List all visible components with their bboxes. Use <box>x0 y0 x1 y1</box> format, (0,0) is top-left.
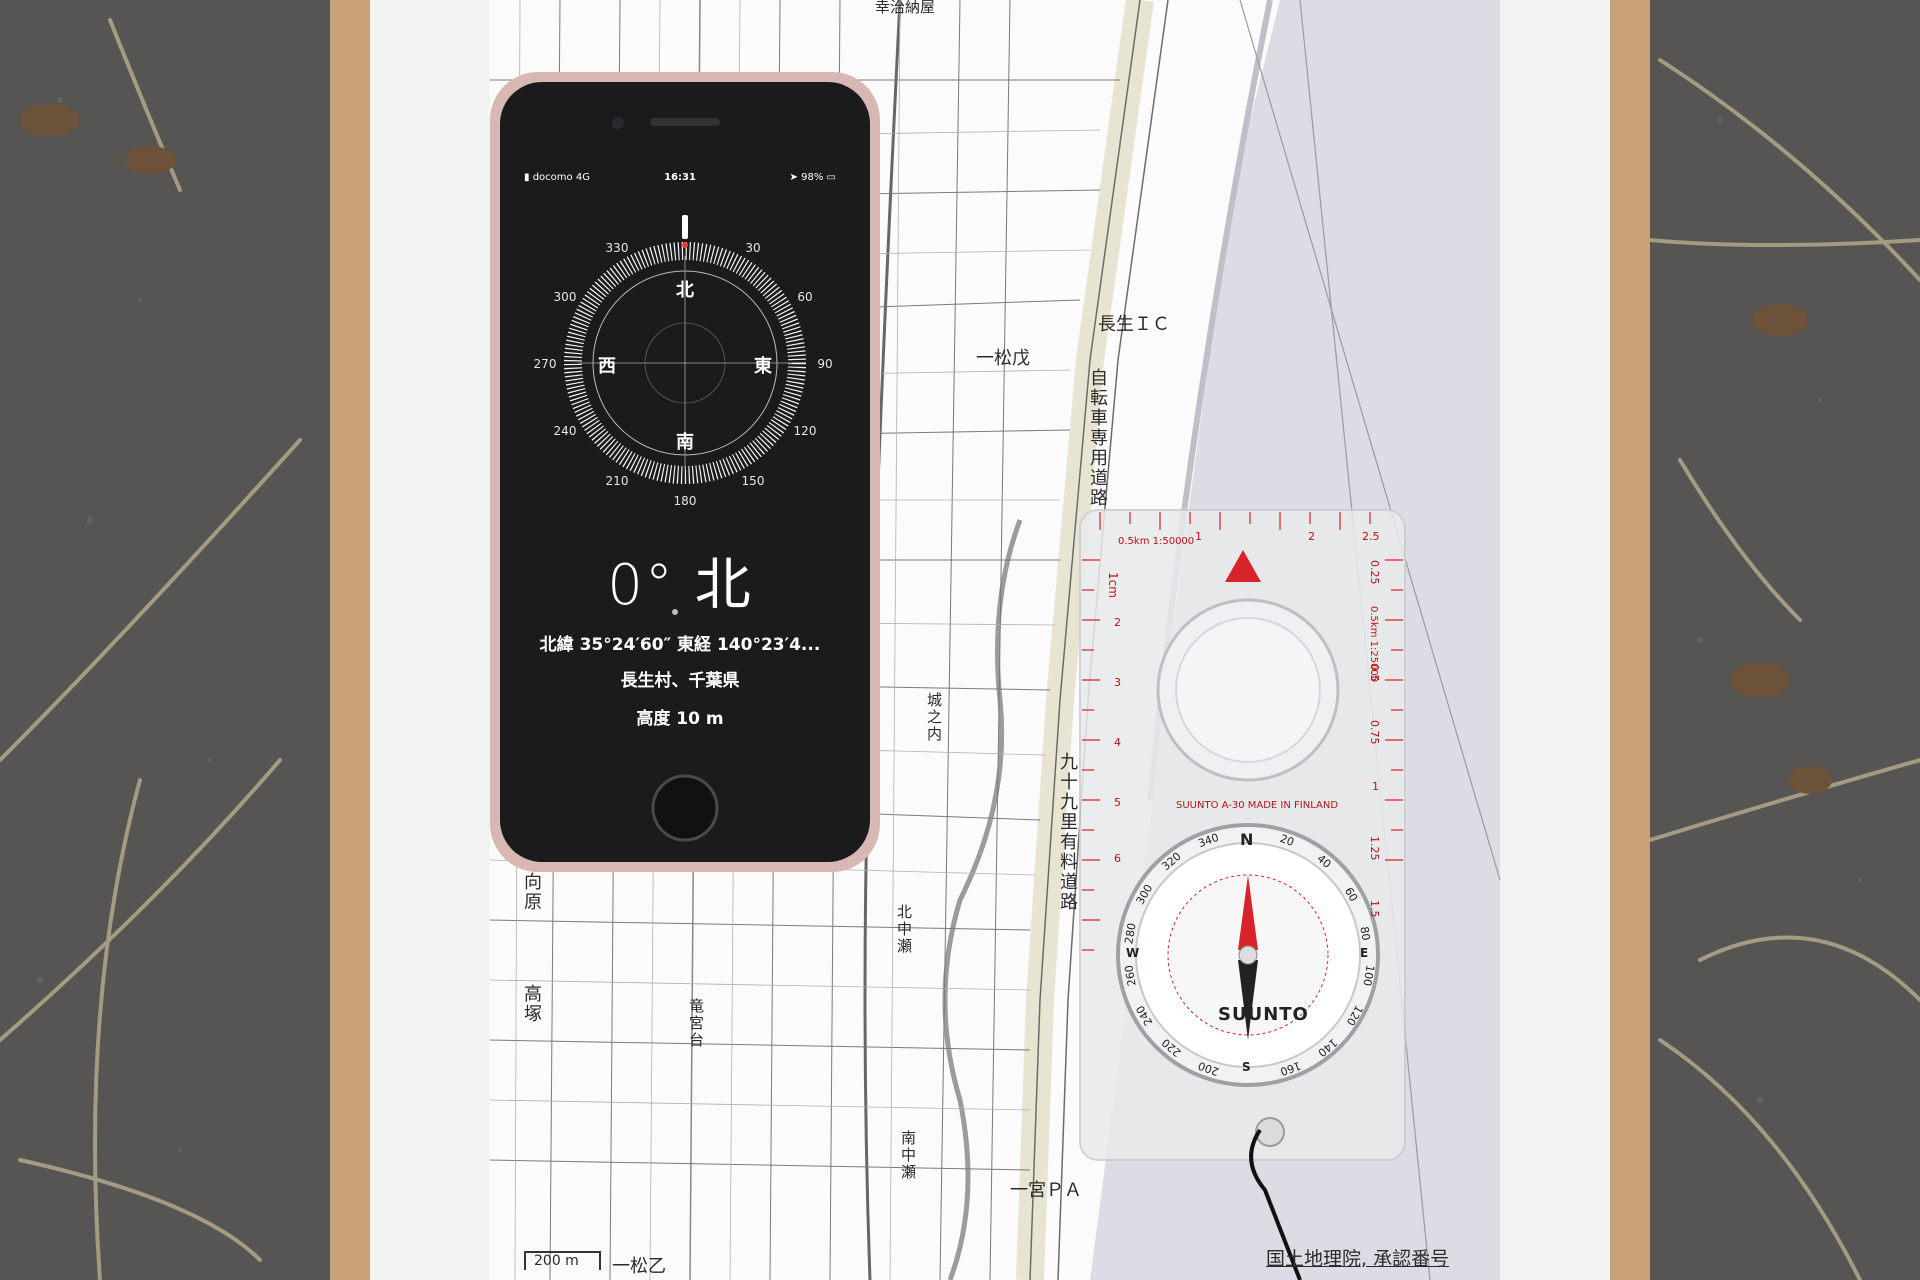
map-label-matsu-ichi: 一松戊 <box>976 348 1030 369</box>
right-tick-05: 0.5 <box>1368 664 1381 682</box>
degree-label-120: 120 <box>793 424 817 438</box>
map-label-ryugu: 竜宮台 <box>687 998 705 1049</box>
degree-label-30: 30 <box>745 241 761 255</box>
sand-texture <box>37 97 1862 1152</box>
coordinates-readout: 北緯 35°24′60″ 東経 140°23′4... <box>539 635 821 655</box>
right-tick-15: 1.5 <box>1368 900 1381 918</box>
phone-compass-dial <box>564 215 806 615</box>
carrier-label: docomo <box>532 172 573 183</box>
degree-label-150: 150 <box>741 474 765 488</box>
map-label-north-nakase: 北中瀬 <box>895 904 913 955</box>
battery-info: ➤ 98% ▭ <box>790 172 836 183</box>
river <box>942 519 1023 1280</box>
dial-degree-80: 80 <box>1357 925 1373 942</box>
phone-screen: ▮ docomo 4G 16:31 ➤ 98% ▭ 30 60 90 120 1… <box>512 166 848 770</box>
baseplate-compass <box>1079 509 1406 1280</box>
degree-label-210: 210 <box>605 474 629 488</box>
battery-icon: ▭ <box>826 172 836 183</box>
degree-label-90: 90 <box>817 357 833 371</box>
top-tick-2-5: 2.5 <box>1362 530 1380 543</box>
cardinal-south: 南 <box>676 432 694 453</box>
front-camera <box>612 117 624 129</box>
ruler-cm-label: 1cm <box>1106 572 1120 598</box>
status-time: 16:31 <box>664 172 696 183</box>
map-scale-bar <box>524 1251 601 1270</box>
travel-arrow <box>1225 550 1261 582</box>
left-tick-5: 5 <box>1114 796 1121 809</box>
dry-grass <box>0 18 1920 1280</box>
carrier-info: ▮ docomo 4G <box>524 172 590 183</box>
right-tick-025: 0.25 <box>1368 560 1381 585</box>
location-arrow-icon: ➤ <box>789 172 798 183</box>
right-tick-1: 1 <box>1372 780 1379 793</box>
earpiece <box>650 118 720 126</box>
scale-top-label: 0.5km 1:50000 <box>1118 536 1195 547</box>
degree-label-330: 330 <box>605 241 629 255</box>
map-credit: 国土地理院, 承認番号 <box>1266 1248 1450 1270</box>
map-label-minami-nakase: 南中瀬 <box>899 1130 917 1181</box>
top-tick-1: 1 <box>1195 530 1202 543</box>
left-tick-3: 3 <box>1114 676 1121 689</box>
heading-readout: 0° 北 <box>607 553 753 618</box>
brand-label: SUUNTO <box>1218 1004 1309 1025</box>
degree-label-60: 60 <box>797 290 813 304</box>
altitude-readout: 高度 10 m <box>636 709 724 729</box>
heading-indicator <box>682 215 688 239</box>
right-tick-125: 1.25 <box>1368 836 1381 861</box>
left-tick-6: 6 <box>1114 852 1121 865</box>
scale-right-label: 0.5km 1:25000 <box>1368 606 1379 683</box>
cardinal-north: 北 <box>676 280 694 301</box>
map-label-matsu-otsu: 一松乙 <box>612 1256 666 1277</box>
degree-label-240: 240 <box>553 424 577 438</box>
map-label-top-place: 幸治納屋 <box>875 0 936 16</box>
cardinal-east: 東 <box>754 356 772 377</box>
iphone <box>490 72 880 872</box>
level-dot <box>672 609 678 615</box>
cardinal-west: 西 <box>598 356 616 377</box>
status-bar: ▮ docomo 4G 16:31 ➤ 98% ▭ <box>512 172 848 188</box>
map-label-takatsuka: 高塚 <box>521 984 542 1024</box>
signal-icon: ▮ <box>524 172 530 183</box>
map-scale-label: 200 m <box>534 1253 579 1269</box>
dead-leaves <box>20 104 1832 794</box>
right-tick-075: 0.75 <box>1368 720 1381 745</box>
degree-label-270: 270 <box>533 357 557 371</box>
map-label-miya-pa: 一宮ＰＡ <box>1010 1180 1082 1201</box>
top-tick-2: 2 <box>1308 530 1315 543</box>
map-label-cycle-road: 自転車専用道路 <box>1087 368 1108 508</box>
dial-east-label: E <box>1360 946 1369 960</box>
map-label-mukaihara: 向原 <box>521 872 542 912</box>
lanyard-cord <box>1249 1128 1302 1280</box>
left-tick-4: 4 <box>1114 736 1121 749</box>
map-label-interchange: 長生ＩＣ <box>1098 314 1170 335</box>
degree-label-180: 180 <box>673 494 697 508</box>
map-label-kujukuri: 九十九里有料道路 <box>1057 752 1078 912</box>
home-button <box>651 774 719 842</box>
degree-label-300: 300 <box>553 290 577 304</box>
network-label: 4G <box>575 172 590 183</box>
dial-west-label: W <box>1126 946 1140 960</box>
location-readout: 長生村、千葉県 <box>620 671 740 691</box>
compass-needle-north <box>1238 875 1258 950</box>
dial-south-label: S <box>1242 1060 1251 1074</box>
left-tick-2: 2 <box>1114 616 1121 629</box>
model-label: SUUNTO A-30 MADE IN FINLAND <box>1176 800 1339 811</box>
lanyard-hole <box>1255 1117 1285 1147</box>
compass-needle-south <box>1238 960 1258 1040</box>
map-label-castle: 城之内 <box>925 692 943 743</box>
battery-label: 98% <box>801 172 824 183</box>
dial-north-label: N <box>1240 830 1254 849</box>
